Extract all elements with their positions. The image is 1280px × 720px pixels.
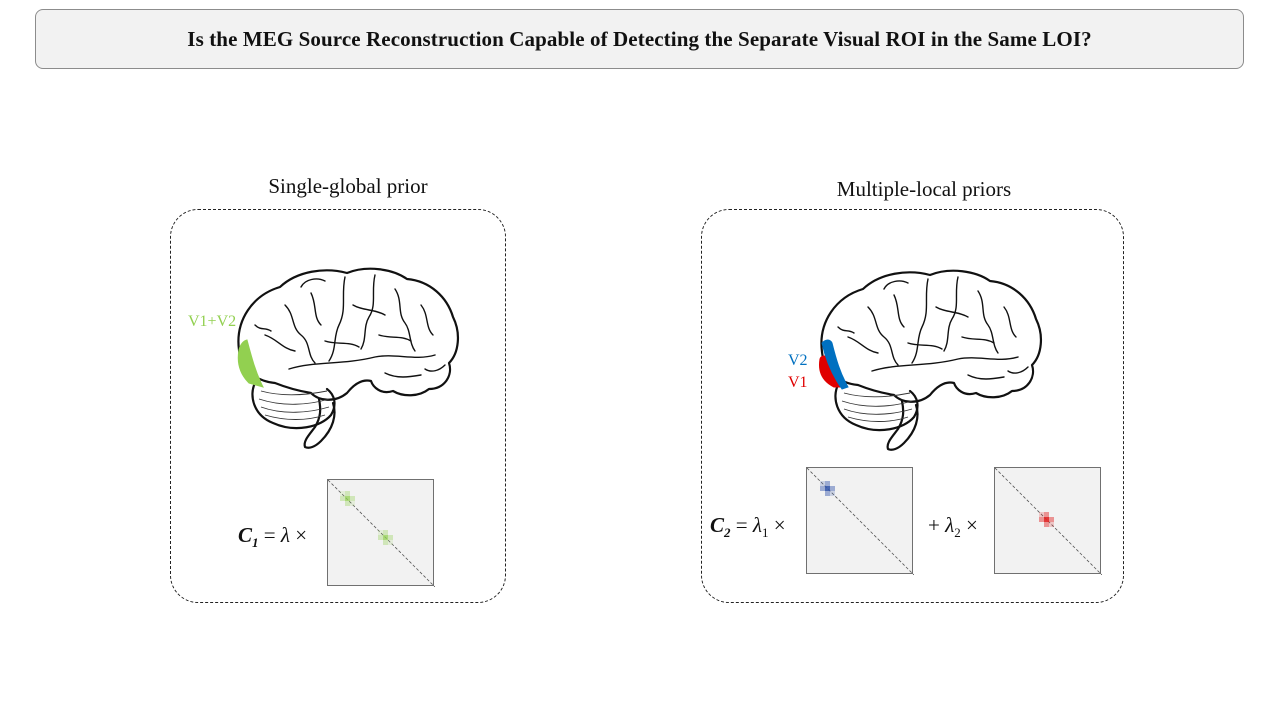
covariance-matrix-v2 [806, 467, 914, 575]
right-panel-title: Multiple-local priors [836, 177, 1012, 201]
block-v2 [820, 481, 835, 496]
eq-right-lambda1: λ [752, 513, 762, 537]
equation-left: C1 = λ × [238, 523, 307, 551]
brain-left-illustration [237, 267, 459, 449]
covariance-matrix-combined [327, 479, 435, 587]
eq-right-plus: + [928, 513, 940, 537]
roi-v1-v2-region [237, 339, 264, 388]
eq-right-lambda2-sub: 2 [954, 525, 961, 541]
equation-right-rhs: + λ2 × [928, 513, 978, 541]
title-box: Is the MEG Source Reconstruction Capable… [35, 9, 1244, 69]
left-panel-title: Single-global prior [268, 174, 428, 198]
eq-left-sub: 1 [252, 535, 259, 551]
eq-right-times1: × [773, 513, 786, 537]
matrix-diagonal [807, 468, 914, 575]
block-v1 [1039, 512, 1054, 527]
eq-left-lambda: λ [280, 523, 290, 547]
eq-right-lambda1-sub: 1 [761, 525, 769, 541]
eq-left-times: × [295, 523, 308, 547]
right-panel [701, 209, 1124, 603]
equation-right-lhs: C2 = λ1 × [710, 513, 786, 541]
eq-right-times2: × [965, 513, 978, 537]
block-upper [340, 491, 355, 506]
brain-right-illustration [819, 269, 1042, 451]
block-lower [378, 530, 393, 545]
eq-right-op: = [735, 513, 748, 537]
roi-v2-region [821, 339, 849, 390]
eq-right-symbol: C [710, 513, 725, 537]
roi-label-v2: V2 [788, 352, 808, 369]
eq-right-sub: 2 [724, 525, 731, 541]
left-panel [170, 209, 506, 603]
eq-left-op: = [263, 523, 276, 547]
roi-label-v1-v2: V1+V2 [188, 313, 237, 330]
roi-label-v1: V1 [788, 374, 808, 391]
covariance-matrix-v1 [994, 467, 1102, 575]
eq-left-symbol: C [238, 523, 253, 547]
page-title: Is the MEG Source Reconstruction Capable… [187, 26, 1092, 51]
eq-right-lambda2: λ [945, 513, 955, 537]
